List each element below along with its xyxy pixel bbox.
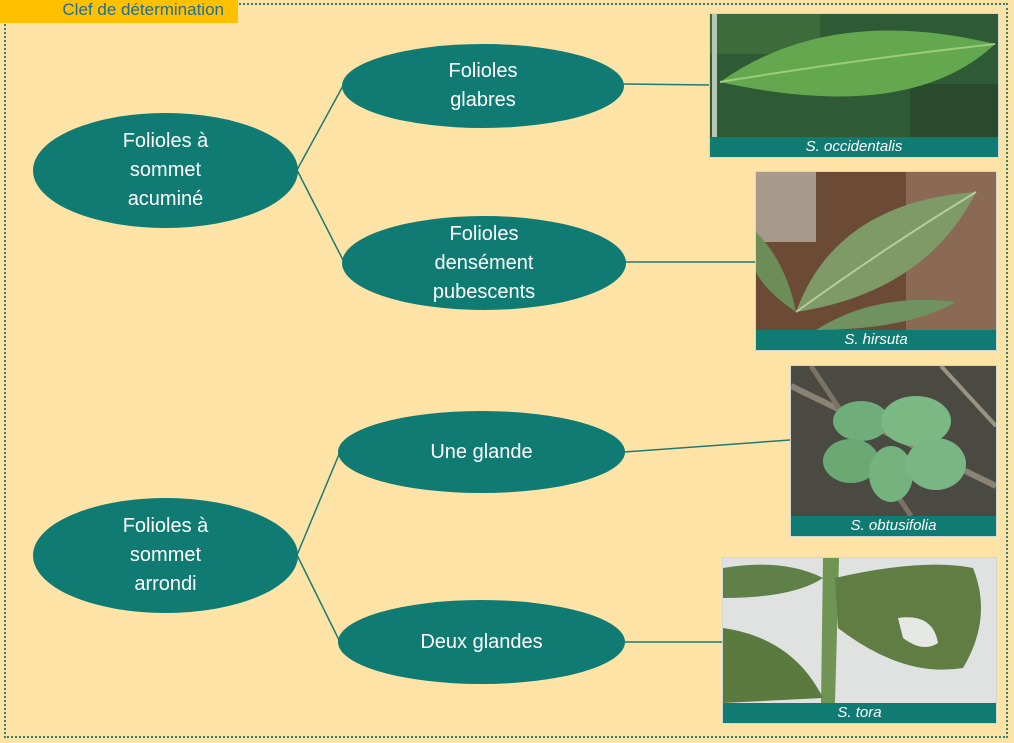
caption-s-hirsuta: S. hirsuta xyxy=(756,330,996,350)
photo-s-obtusifolia: S. obtusifolia xyxy=(790,365,997,537)
node-sommet-arrondi: Folioles à sommet arrondi xyxy=(33,498,298,613)
node-une-glande: Une glande xyxy=(338,411,625,493)
leaf-image xyxy=(723,558,996,703)
photo-s-occidentalis: S. occidentalis xyxy=(709,13,999,158)
photo-s-tora: S. tora xyxy=(722,557,997,724)
caption-s-tora: S. tora xyxy=(723,703,996,723)
photo-s-hirsuta: S. hirsuta xyxy=(755,171,997,351)
caption-s-obtusifolia: S. obtusifolia xyxy=(791,516,996,536)
connector-glabres-photo xyxy=(623,84,712,85)
leaf-image xyxy=(710,14,998,137)
node-sommet-acumine: Folioles à sommet acuminé xyxy=(33,113,298,228)
connector-acumine-glabres xyxy=(297,84,344,170)
node-folioles-glabres: Folioles glabres xyxy=(342,44,624,128)
connector-une-glande-photo xyxy=(624,440,790,452)
leaf-image xyxy=(791,366,996,516)
node-deux-glandes: Deux glandes xyxy=(338,600,625,684)
caption-s-occidentalis: S. occidentalis xyxy=(710,137,998,157)
leaf-image xyxy=(756,172,996,330)
connector-arrondi-une-glande xyxy=(297,452,340,555)
node-folioles-pubescents: Folioles densément pubescents xyxy=(342,216,626,310)
connector-arrondi-deux-glandes xyxy=(297,555,340,642)
connector-acumine-pubescents xyxy=(297,170,344,262)
